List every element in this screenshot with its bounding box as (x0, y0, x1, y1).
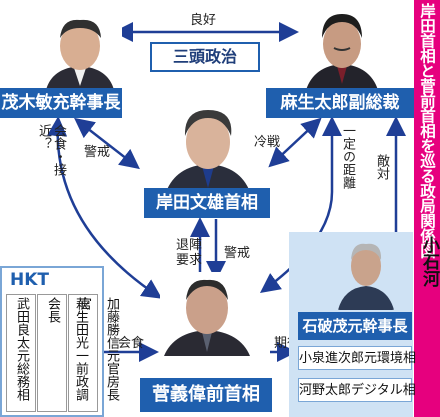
hkt-member-2: 萩生田光一前政調会長 (37, 294, 88, 412)
node-suga: 菅義偉前首相 (140, 378, 272, 412)
suga-portrait (160, 272, 254, 356)
label-motegi-suga: 会食・接近？ (36, 124, 66, 176)
label-motegi-aso: 良好 (190, 13, 217, 28)
arrow-motegi-suga (47, 116, 163, 299)
node-motegi: 茂木敏充幹事長 (0, 88, 122, 118)
ishiba-portrait (336, 236, 396, 310)
label-motegi-kishida: 警戒 (84, 145, 111, 160)
koishi-member-2: 河野太郎デジタル相 (298, 378, 416, 402)
node-ishiba: 石破茂元幹事長 (298, 312, 412, 340)
hkt-label: HKT (10, 270, 49, 290)
label-kishida-suga-down: 警戒 (224, 246, 251, 261)
hkt-member-3: 加藤勝信元官房長官 (68, 294, 119, 412)
label-aso-ishiba: 敵対 (374, 154, 389, 180)
label-aso-kishida: 冷戦 (254, 135, 281, 150)
node-aso: 麻生太郎副総裁 (266, 88, 414, 118)
diagram-title: 岸田首相と菅前首相を巡る政局関係図 (418, 3, 436, 258)
label-hkt-suga: 会食 (118, 336, 145, 351)
koishi-label: 小石河 (419, 236, 439, 287)
hkt-group: HKT 武田良太元総務相 萩生田光一前政調会長 加藤勝信元官房長官 (0, 266, 119, 417)
hkt-member-1: 武田良太元総務相 (6, 294, 36, 412)
center-title: 三頭政治 (150, 42, 260, 72)
koishi-member-1: 小泉進次郎元環境相 (298, 346, 416, 370)
label-aso-suga: 一定の距離 (340, 124, 355, 189)
kishida-portrait (160, 102, 256, 192)
title-bar: 岸田首相と菅前首相を巡る政局関係図 (414, 0, 440, 417)
aso-portrait (300, 6, 384, 90)
label-kishida-suga-up: 退陣要求 (176, 238, 203, 268)
node-kishida: 岸田文雄首相 (144, 188, 270, 218)
motegi-portrait (38, 10, 122, 90)
